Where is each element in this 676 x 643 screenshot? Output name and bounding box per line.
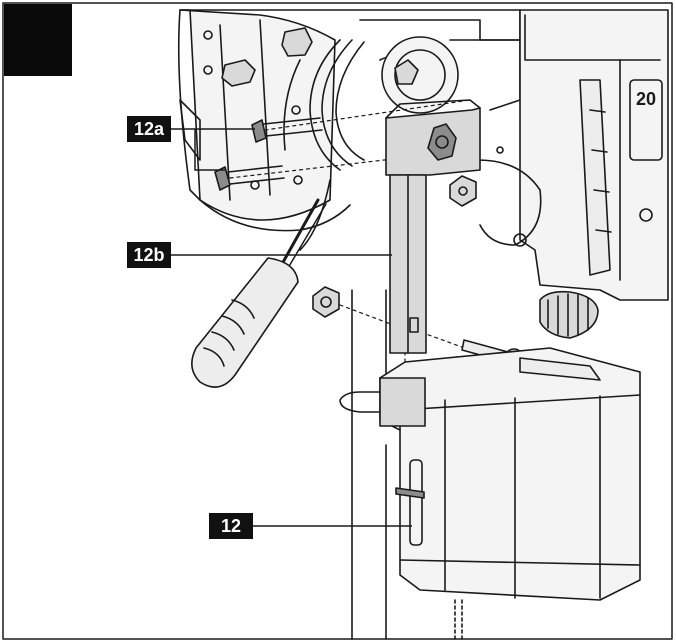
control-knob bbox=[539, 290, 599, 339]
display-readout: 20 bbox=[636, 89, 656, 109]
hex-nut-upper bbox=[449, 146, 542, 247]
callout-leaders bbox=[171, 128, 412, 527]
screw-set-12a bbox=[179, 99, 323, 191]
leader-12a bbox=[171, 128, 255, 171]
figure-marker-block bbox=[4, 4, 72, 76]
upper-gear-housing bbox=[179, 9, 521, 114]
drill-column bbox=[351, 289, 463, 640]
chuck-guard-12 bbox=[339, 347, 641, 601]
motor-housing bbox=[177, 9, 351, 232]
hex-nut-loose bbox=[312, 286, 340, 318]
callout-label-12a: 12a bbox=[127, 116, 171, 142]
screwdriver bbox=[191, 198, 327, 388]
callout-label-12: 12 bbox=[209, 513, 253, 539]
support-bracket-12b bbox=[385, 99, 481, 354]
switch-housing bbox=[519, 9, 669, 301]
callout-label-12b: 12b bbox=[127, 242, 171, 268]
